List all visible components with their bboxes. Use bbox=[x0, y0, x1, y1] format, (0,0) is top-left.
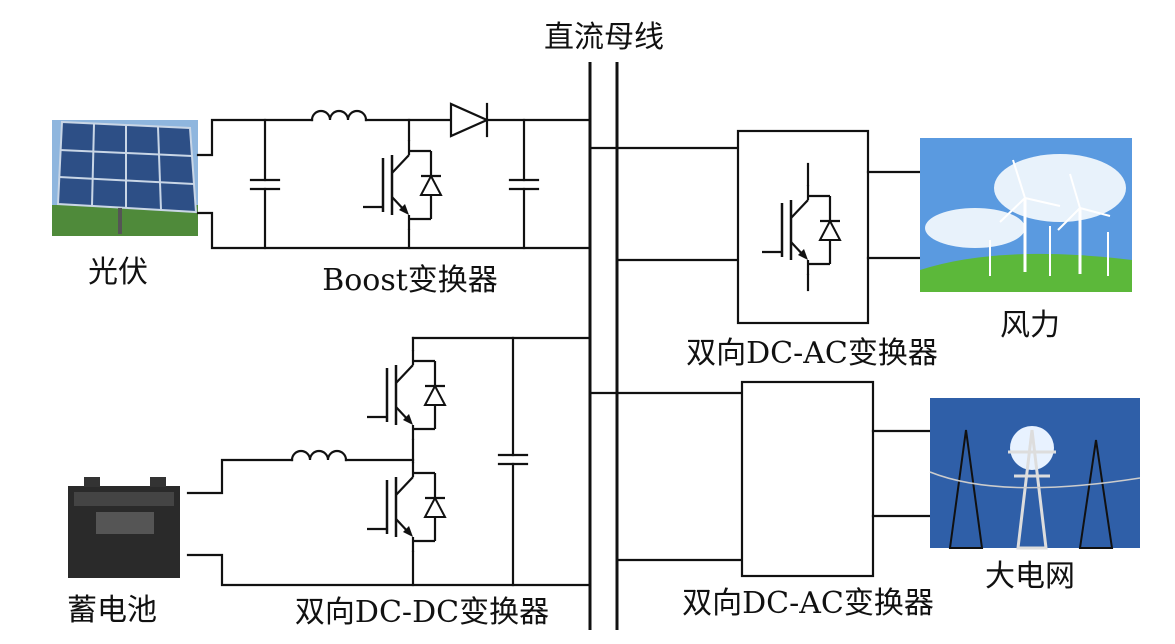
wind-converter bbox=[588, 129, 922, 325]
dc-bus bbox=[588, 62, 619, 630]
dcdc-converter bbox=[186, 336, 592, 587]
wind-converter-label: 双向DC-AC变换器 bbox=[686, 336, 938, 371]
dc-bus-label: 直流母线 bbox=[544, 20, 664, 55]
dcdc-label: 双向DC-DC变换器 bbox=[295, 595, 549, 630]
grid-converter bbox=[588, 380, 932, 578]
grid-converter-label: 双向DC-AC变换器 bbox=[682, 586, 934, 621]
pv-label: 光伏 bbox=[88, 255, 148, 290]
boost-label: Boost变换器 bbox=[322, 263, 498, 298]
battery-icon bbox=[68, 477, 180, 578]
power-tower-icon bbox=[929, 398, 1141, 550]
solar-panel-icon bbox=[52, 120, 198, 236]
battery-label: 蓄电池 bbox=[67, 593, 157, 628]
wind-turbine-icon bbox=[920, 138, 1132, 292]
boost-converter bbox=[196, 102, 592, 250]
grid-label: 大电网 bbox=[985, 559, 1075, 594]
wind-label: 风力 bbox=[1000, 308, 1060, 343]
